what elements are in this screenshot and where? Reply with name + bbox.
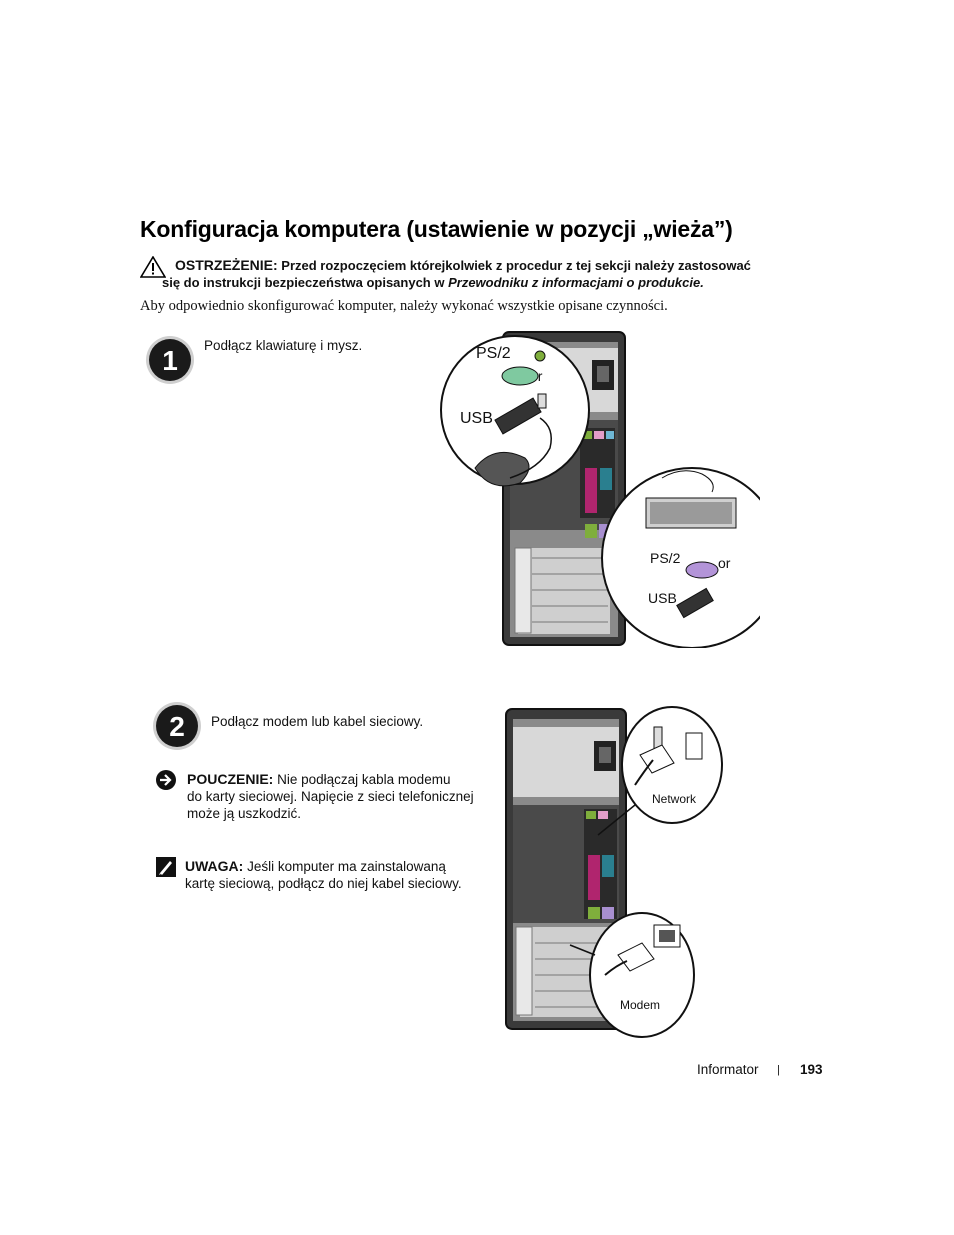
warning-icon	[140, 256, 166, 278]
usb-label-keyboard: USB	[648, 590, 677, 606]
warning-label: OSTRZEŻENIE:	[175, 257, 278, 273]
notice-icon	[156, 770, 176, 790]
step-1-text: Podłącz klawiaturę i mysz.	[204, 338, 363, 353]
ps2-label-mouse: PS/2	[476, 345, 511, 362]
step-2-text: Podłącz modem lub kabel sieciowy.	[211, 714, 424, 729]
notice-text-line3: może ją uszkodzić.	[187, 806, 302, 821]
note-icon	[156, 857, 176, 877]
notice-block: POUCZENIE: Nie podłączaj kabla modemu do…	[187, 771, 497, 822]
step-1-badge: 1	[146, 336, 194, 384]
footer-separator: |	[777, 1064, 780, 1076]
notice-label: POUCZENIE:	[187, 771, 274, 787]
intro-paragraph: Aby odpowiednio skonfigurować komputer, …	[140, 298, 668, 314]
keyboard-mouse-illustration: PS/2 or USB PS/2 or USB	[440, 331, 760, 648]
ps2-label-keyboard: PS/2	[650, 550, 681, 566]
note-text: Jeśli komputer ma zainstalowaną	[247, 859, 446, 874]
note-block: UWAGA: Jeśli komputer ma zainstalowaną k…	[185, 858, 495, 892]
note-label: UWAGA:	[185, 858, 244, 874]
network-label: Network	[652, 792, 697, 806]
step-2-badge: 2	[153, 702, 201, 750]
notice-text-line2: do karty sieciowej. Napięcie z sieci tel…	[187, 789, 474, 804]
warning-text: Przed rozpoczęciem którejkolwiek z proce…	[281, 258, 751, 273]
step-2-number: 2	[169, 711, 185, 742]
footer-section: Informator	[697, 1062, 759, 1077]
or-label-keyboard: or	[718, 555, 731, 571]
page-number: 193	[800, 1062, 823, 1077]
modem-label: Modem	[620, 998, 660, 1012]
network-modem-illustration: Network Modem	[505, 706, 723, 1038]
usb-label-mouse: USB	[460, 410, 493, 427]
page-title: Konfiguracja komputera (ustawienie w poz…	[140, 216, 733, 242]
warning-reference: Przewodniku z informacjami o produkcie.	[448, 275, 704, 290]
notice-text: Nie podłączaj kabla modemu	[277, 772, 451, 787]
step-1-number: 1	[162, 345, 178, 376]
note-text-line2: kartę sieciową, podłącz do niej kabel si…	[185, 876, 462, 891]
warning-text-line2: się do instrukcji bezpieczeństwa opisany…	[162, 275, 449, 290]
